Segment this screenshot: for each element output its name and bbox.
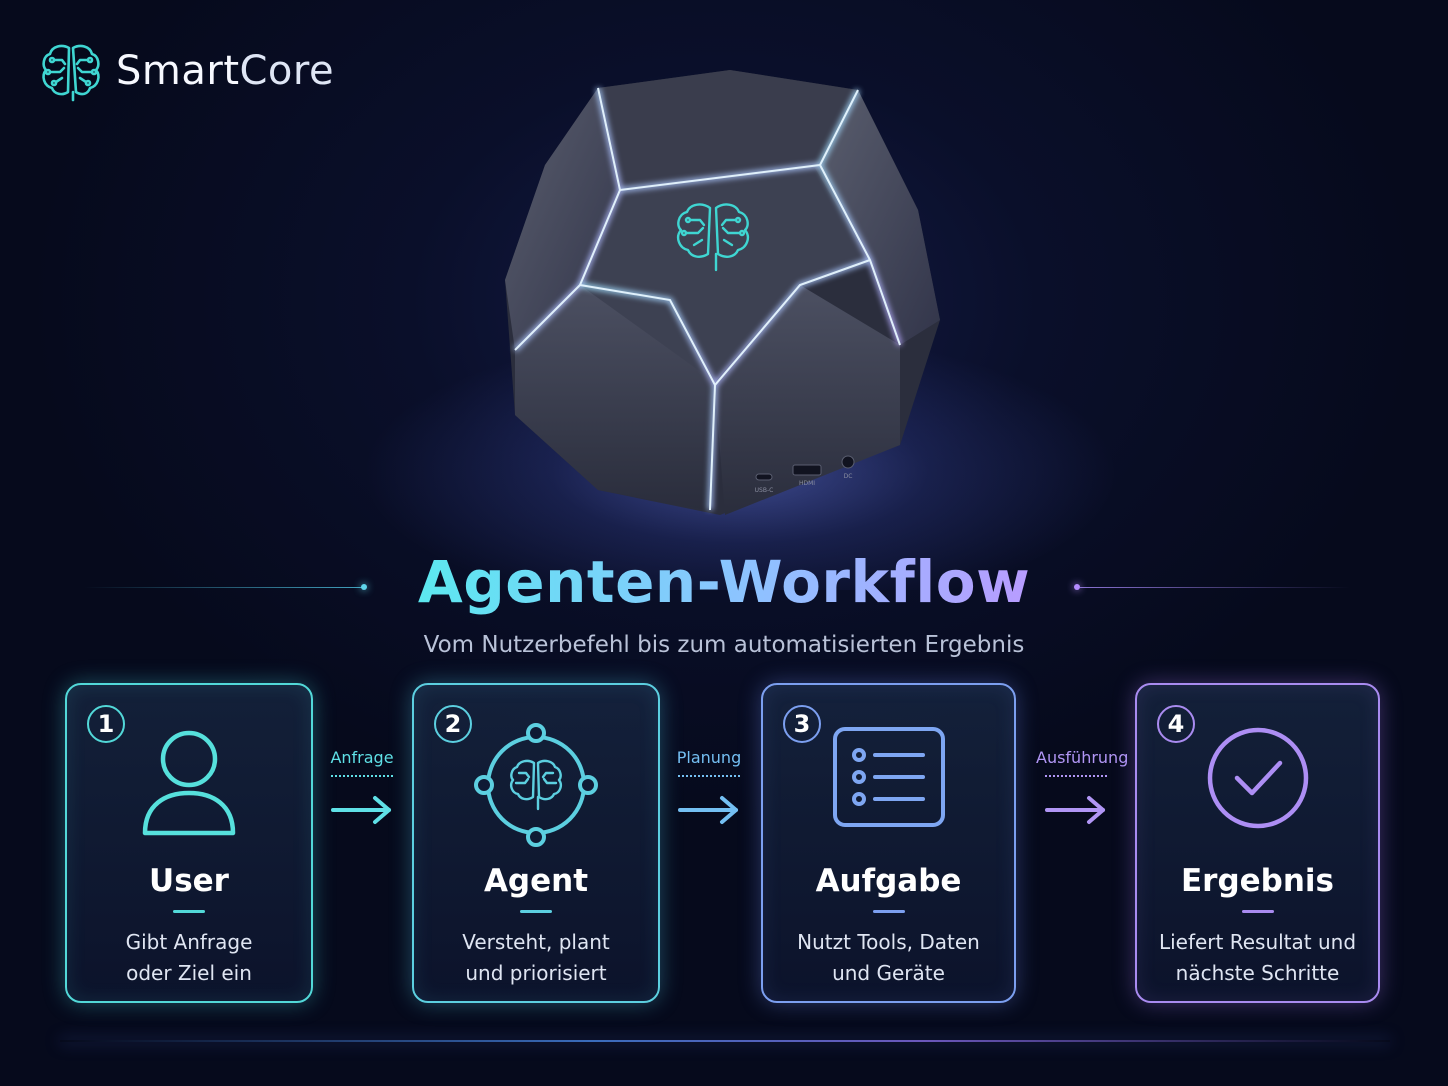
connector-label: Planung [676, 748, 742, 767]
title-decor-dot-right [1074, 584, 1080, 590]
arrow-right-icon [678, 796, 738, 824]
connector-dots [678, 775, 740, 777]
smartcore-device-image: USB-C HDMI DC [505, 70, 940, 515]
page-subtitle: Vom Nutzerbefehl bis zum automatisierten… [423, 632, 1025, 658]
connector-label: Anfrage [330, 748, 394, 767]
step-desc-line: Versteht, plant [462, 930, 610, 954]
step-desc-line: und priorisiert [465, 961, 607, 985]
step-description: Versteht, plant und priorisiert [414, 927, 658, 989]
page-title: Agenten-Workflow [417, 548, 1031, 616]
step-number: 2 [434, 705, 472, 743]
step-title: Agent [483, 863, 589, 899]
connector-dots [1045, 775, 1107, 777]
arrow-right-icon [331, 796, 391, 824]
task-list-icon [832, 727, 945, 827]
brand-name-part1: Smart [116, 48, 240, 94]
step-number: 3 [783, 705, 821, 743]
step-card-ergebnis: 4 Ergebnis Liefert Resultat und nächste … [1135, 683, 1380, 1003]
connector-dots [331, 775, 393, 777]
step-card-aufgabe: 3 Aufgabe Nutzt Tools, Daten und Geräte [761, 683, 1016, 1003]
step-description: Liefert Resultat und nächste Schritte [1137, 927, 1378, 989]
connector-anfrage: Anfrage [322, 748, 402, 825]
connector-label: Ausführung [1036, 748, 1129, 767]
step-description: Gibt Anfrage oder Ziel ein [67, 927, 311, 989]
heading: Agenten-Workflow [0, 548, 1448, 616]
step-number: 4 [1157, 705, 1195, 743]
step-title: Aufgabe [815, 863, 962, 899]
title-decor-dot-left [361, 584, 367, 590]
connector-planung: Planung [669, 748, 749, 825]
step-desc-line: nächste Schritte [1175, 961, 1340, 985]
step-underline [1241, 910, 1274, 913]
step-card-user: 1 User Gibt Anfrage oder Ziel ein [65, 683, 313, 1003]
step-desc-line: Gibt Anfrage [125, 930, 253, 954]
step-desc-line: Nutzt Tools, Daten [797, 930, 980, 954]
port-label-hdmi: HDMI [799, 480, 815, 487]
port-label-dc: DC [844, 473, 853, 480]
step-underline [872, 910, 905, 913]
step-card-agent: 2 Agent Versteht, plant und priorisiert [412, 683, 660, 1003]
brand-logo: SmartCore [38, 38, 334, 104]
device-brain-icon [677, 203, 749, 272]
brain-circuit-icon [42, 44, 100, 102]
step-underline [520, 910, 552, 913]
title-decor-line-right [1080, 587, 1350, 588]
connector-ausfuehrung: Ausführung [1036, 748, 1129, 825]
step-underline [173, 910, 205, 913]
user-icon [142, 730, 236, 836]
brand-name-part2: Core [239, 48, 335, 94]
device-ports: USB-C HDMI DC [755, 455, 855, 494]
step-title: Ergebnis [1180, 863, 1335, 899]
port-label-usbc: USB-C [755, 487, 774, 494]
step-desc-line: oder Ziel ein [126, 961, 252, 985]
bottom-glow-line [60, 1040, 1390, 1042]
check-circle-icon [1207, 727, 1308, 829]
step-desc-line: und Geräte [832, 961, 945, 985]
step-title: User [149, 863, 229, 899]
brand-name: SmartCore [116, 48, 334, 94]
step-description: Nutzt Tools, Daten und Geräte [763, 927, 1014, 989]
title-decor-line-left [84, 587, 364, 588]
agent-brain-icon [474, 723, 598, 847]
step-desc-line: Liefert Resultat und [1158, 930, 1357, 954]
step-number: 1 [87, 705, 125, 743]
arrow-right-icon [1045, 796, 1105, 824]
